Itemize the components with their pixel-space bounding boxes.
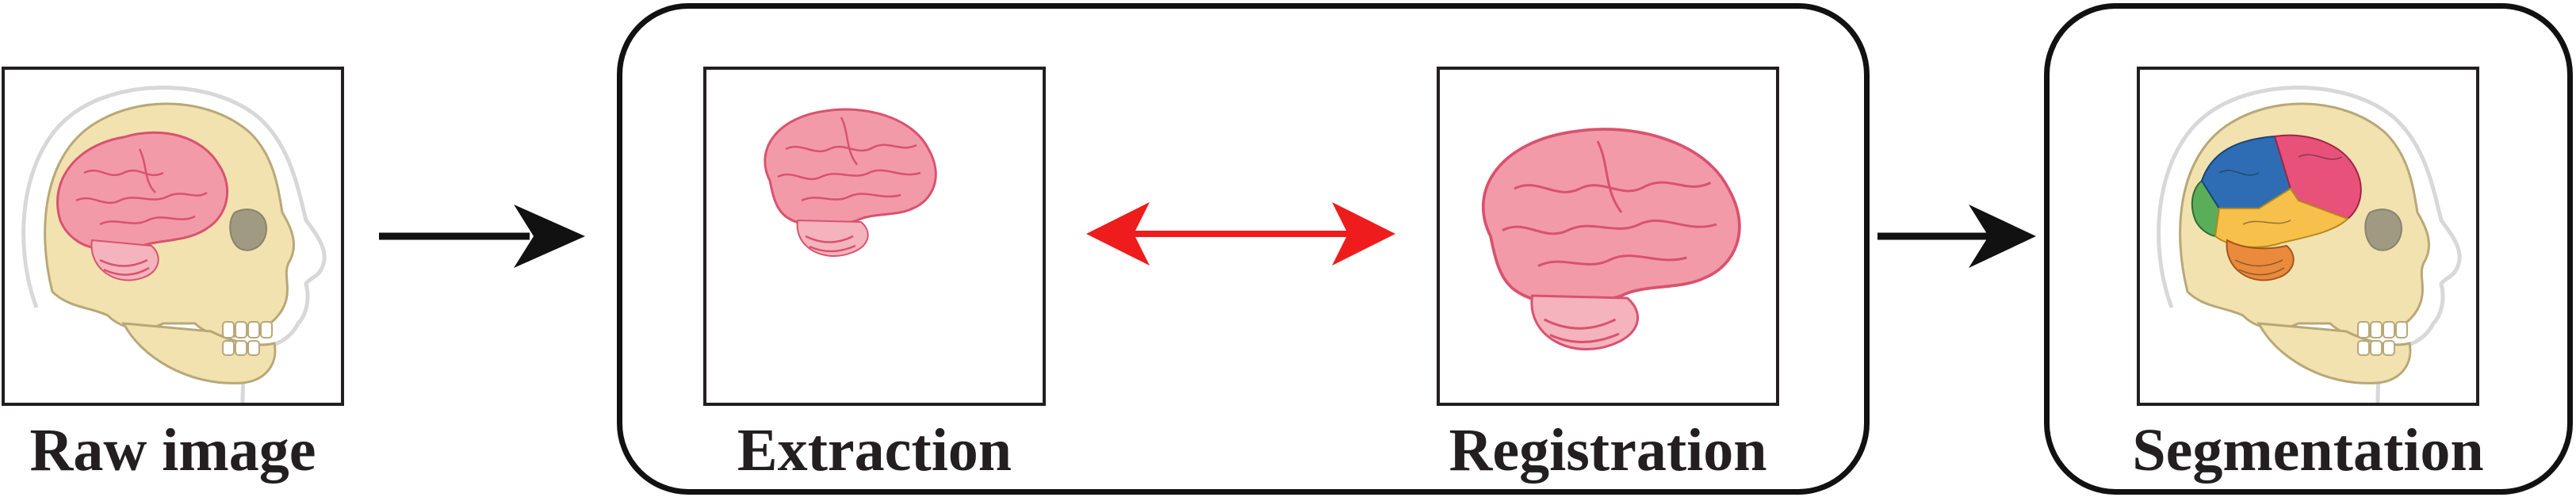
skull-head-icon xyxy=(21,86,327,403)
double-arrow-icon xyxy=(1086,202,1395,266)
segmentation-group xyxy=(2044,3,2573,495)
right-arrow-icon xyxy=(1877,205,2036,268)
extraction-label: Extraction xyxy=(737,417,1012,484)
right-arrow-icon xyxy=(379,205,585,268)
raw-image-panel xyxy=(2,67,344,406)
segmentation-label: Segmentation xyxy=(2132,417,2484,484)
raw-image-label: Raw image xyxy=(29,417,316,484)
brain-icon xyxy=(1481,128,1741,351)
registration-label: Registration xyxy=(1449,417,1767,484)
extraction-registration-group xyxy=(617,3,1870,495)
brain-icon xyxy=(764,108,937,257)
extraction-panel xyxy=(703,67,1046,406)
segmentation-panel xyxy=(2137,67,2479,406)
segmented-brain-icon xyxy=(2157,86,2462,403)
registration-panel xyxy=(1437,67,1779,406)
